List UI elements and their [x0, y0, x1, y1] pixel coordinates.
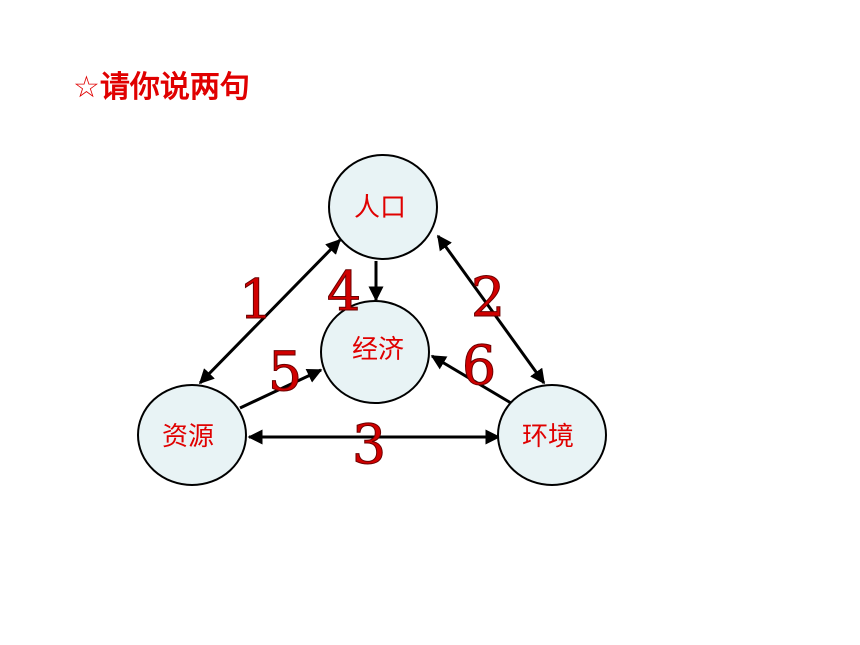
node-economy: 经济 — [320, 300, 430, 404]
relation-label-3: 3 — [352, 413, 386, 476]
node-population-label: 人口 — [354, 193, 406, 223]
node-environment-label: 环境 — [522, 422, 574, 452]
relation-label-1: 1 — [239, 268, 273, 331]
node-resources: 资源 — [137, 384, 247, 486]
node-resources-label: 资源 — [162, 422, 214, 452]
relation-label-4: 4 — [327, 260, 361, 323]
arrow-resources-economy — [239, 368, 323, 410]
node-population: 人口 — [328, 154, 438, 260]
relation-label-6: 6 — [462, 334, 496, 397]
arrow-population-resources — [198, 238, 342, 385]
arrow-population-environment — [436, 234, 546, 385]
slide-title: ☆请你说两句 — [73, 70, 250, 105]
node-environment: 环境 — [497, 384, 607, 486]
relation-label-5: 5 — [268, 340, 302, 403]
node-economy-label: 经济 — [352, 335, 404, 365]
relation-label-2: 2 — [471, 266, 505, 329]
arrow-environment-economy — [430, 354, 512, 405]
